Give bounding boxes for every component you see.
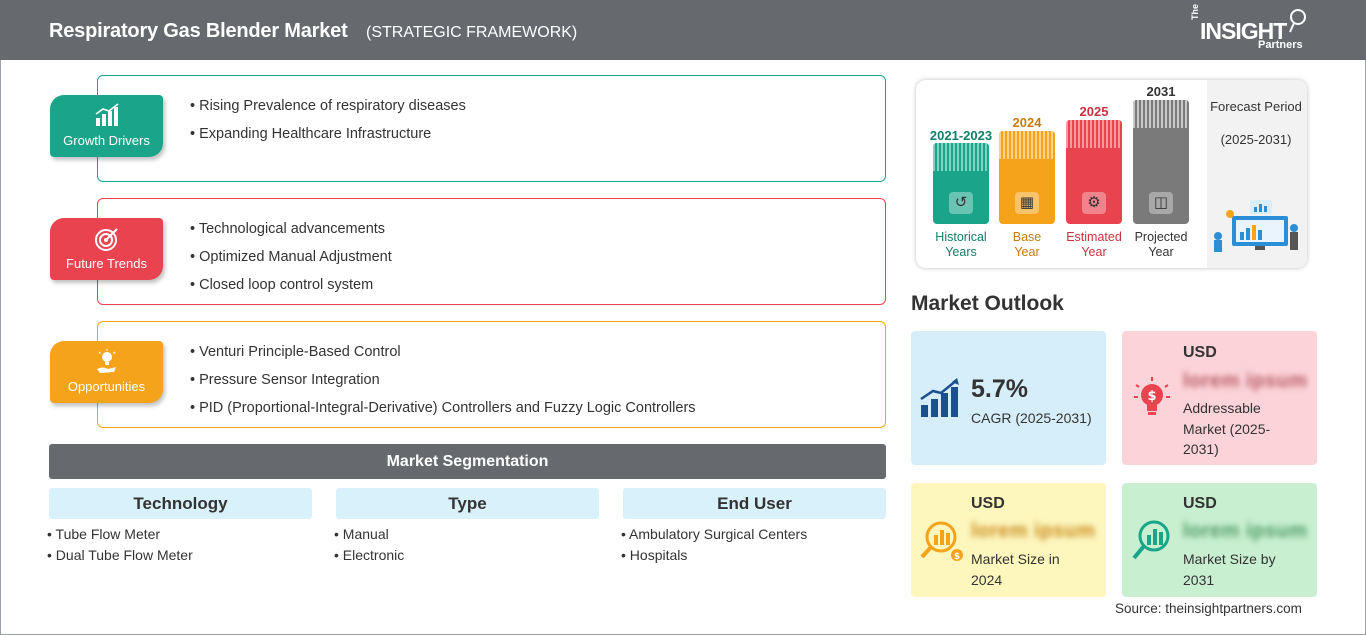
- timeline-year: 2024: [1012, 115, 1042, 130]
- forecast-title: Forecast Period: [1210, 99, 1302, 114]
- history-clock-icon: ↺: [949, 192, 973, 214]
- seg-header-type: Type: [336, 488, 599, 519]
- logo-partners: Partners: [1258, 39, 1303, 51]
- list-item: Venturi Principle-Based Control: [190, 343, 696, 371]
- presentation-chart-icon: ◫: [1149, 192, 1173, 214]
- timeline-label-line2: Year: [1081, 245, 1107, 259]
- growth-drivers-box: Rising Prevalence of respiratory disease…: [97, 75, 886, 182]
- seg-header-technology: Technology: [49, 488, 312, 519]
- market-outlook-title: Market Outlook: [911, 292, 1064, 315]
- lightbulb-hand-icon: [97, 349, 116, 373]
- growth-chart-icon: [95, 103, 119, 126]
- timeline-label-line2: Year: [1014, 245, 1040, 259]
- timeline-bar: ⚙: [1066, 120, 1122, 224]
- size-2024-currency: USD: [971, 495, 1005, 512]
- market-size-2024-card: $ USD lorem ipsum Market Size in 2024: [911, 483, 1106, 597]
- estimate-gears-icon: ⚙: [1082, 192, 1106, 214]
- timeline-label-line2: Years: [945, 245, 977, 259]
- timeline-label-line1: Base: [1012, 230, 1042, 244]
- timeline-label-line1: Historical: [935, 230, 987, 244]
- size-2031-value: lorem ipsum: [1183, 520, 1308, 542]
- list-item: Closed loop control system: [190, 276, 392, 304]
- list-item: Tube Flow Meter: [47, 525, 193, 546]
- segmentation-title: Market Segmentation: [49, 444, 886, 479]
- size-2024-label: Market Size in 2024: [971, 551, 1060, 588]
- list-item: Optimized Manual Adjustment: [190, 248, 392, 276]
- timeline-year: 2031: [1146, 84, 1176, 99]
- addressable-currency: USD: [1183, 344, 1217, 361]
- list-item: Rising Prevalence of respiratory disease…: [190, 97, 466, 125]
- size-2031-label: Market Size by 2031: [1183, 551, 1276, 588]
- future-trends-box: Technological advancements Optimized Man…: [97, 198, 886, 305]
- future-trends-list: Technological advancements Optimized Man…: [190, 220, 392, 304]
- list-item: Technological advancements: [190, 220, 392, 248]
- magnifier-logo-icon: [1289, 9, 1306, 33]
- list-item: Dual Tube Flow Meter: [47, 546, 193, 567]
- market-size-2031-card: USD lorem ipsum Market Size by 2031: [1122, 483, 1317, 597]
- timeline-bar: ▦: [999, 131, 1055, 224]
- timeline-bar: ◫: [1133, 100, 1189, 224]
- svg-text:$: $: [1147, 389, 1156, 404]
- forecast-range: (2025-2031): [1220, 132, 1292, 147]
- calendar-icon: ▦: [1015, 192, 1039, 214]
- bar-stripes: [1133, 100, 1189, 128]
- timeline-label-line1: Projected: [1134, 230, 1188, 244]
- growth-chart-icon: [920, 378, 959, 417]
- timeline-year: 2021-2023: [929, 128, 993, 143]
- timeline-label-line2: Year: [1148, 245, 1174, 259]
- lightbulb-dollar-icon: $: [1134, 377, 1170, 415]
- target-icon: [95, 228, 118, 251]
- future-trends-badge: Future Trends: [50, 218, 163, 280]
- addressable-value: lorem ipsum: [1183, 370, 1308, 392]
- logo-insight: INSIGHT: [1200, 18, 1287, 44]
- list-item: Manual: [334, 525, 404, 546]
- opportunities-label: Opportunities: [67, 379, 146, 394]
- logo-the: The: [1190, 3, 1200, 20]
- header-bar: Respiratory Gas Blender Market (STRATEGI…: [0, 0, 1366, 60]
- size-2031-currency: USD: [1183, 495, 1217, 512]
- seg-header-end-user: End User: [623, 488, 886, 519]
- bar-stripes: [933, 143, 989, 171]
- bar-stripes: [1066, 120, 1122, 148]
- list-item: Ambulatory Surgical Centers: [621, 525, 807, 546]
- seg-list-end-user: Ambulatory Surgical Centers Hospitals: [621, 525, 807, 567]
- growth-drivers-list: Rising Prevalence of respiratory disease…: [190, 97, 466, 153]
- size-2024-value: lorem ipsum: [971, 520, 1096, 542]
- future-trends-label: Future Trends: [66, 256, 147, 271]
- analytics-illustration-icon: [1214, 200, 1298, 252]
- page-title: Respiratory Gas Blender Market: [49, 20, 348, 42]
- growth-drivers-badge: Growth Drivers: [50, 95, 163, 157]
- magnifier-chart-icon: [1132, 520, 1170, 560]
- timeline-year: 2025: [1079, 104, 1109, 119]
- addressable-label: Addressable Market (2025-2031): [1183, 400, 1271, 457]
- seg-list-type: Manual Electronic: [334, 525, 404, 567]
- growth-drivers-label: Growth Drivers: [63, 133, 150, 148]
- list-item: Electronic: [334, 546, 404, 567]
- cagr-value: 5.7%: [971, 375, 1028, 403]
- opportunities-box: Venturi Principle-Based Control Pressure…: [97, 321, 886, 428]
- list-item: Expanding Healthcare Infrastructure: [190, 125, 466, 153]
- cagr-card: 5.7% CAGR (2025-2031): [911, 331, 1106, 465]
- addressable-market-card: $ USD lorem ipsum Addressable Market (20…: [1122, 331, 1317, 465]
- svg-text:$: $: [954, 552, 960, 562]
- source-note: Source: theinsightpartners.com: [1115, 601, 1302, 616]
- timeline-label-line1: Estimated: [1066, 230, 1122, 244]
- opportunities-badge: Opportunities: [50, 341, 163, 403]
- bar-stripes: [999, 131, 1055, 159]
- seg-list-technology: Tube Flow Meter Dual Tube Flow Meter: [47, 525, 193, 567]
- list-item: PID (Proportional-Integral-Derivative) C…: [190, 399, 695, 427]
- list-item: Pressure Sensor Integration: [190, 371, 696, 399]
- list-item: Hospitals: [621, 546, 807, 567]
- opportunities-list: Venturi Principle-Based Control Pressure…: [190, 343, 696, 427]
- cagr-label: CAGR (2025-2031): [971, 410, 1092, 426]
- magnifier-chart-icon: $: [920, 521, 963, 562]
- insight-partners-logo: The INSIGHT Partners: [1190, 4, 1310, 54]
- page-subtitle: (STRATEGIC FRAMEWORK): [366, 24, 578, 41]
- timeline-bar: ↺: [933, 143, 989, 224]
